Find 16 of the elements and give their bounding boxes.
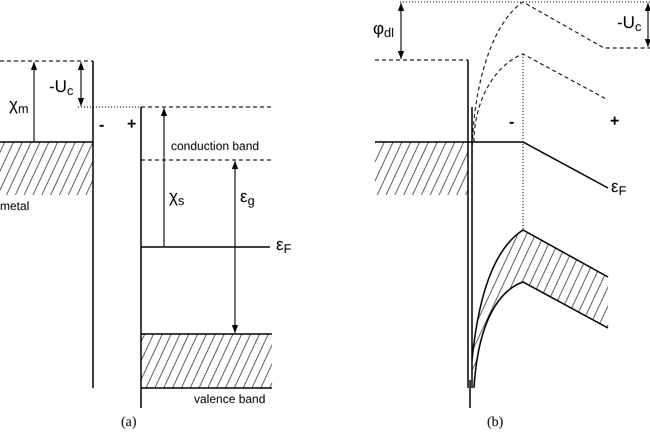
- band-label: metal: [0, 200, 30, 212]
- band-label: valence band: [194, 393, 266, 405]
- symbol-label: -U$_{c}$: [49, 78, 74, 95]
- polarity-sign: +: [610, 114, 620, 130]
- polarity-sign: +: [127, 117, 136, 133]
- symbol-label: φ$_{dl}$: [373, 20, 394, 37]
- panel-label: (b): [487, 416, 504, 430]
- polarity-sign: -: [509, 115, 514, 131]
- symbol-label: ε$_{F}$: [276, 236, 292, 253]
- symbol-label: ε$_{F}$: [611, 178, 626, 195]
- panel-label: (a): [121, 416, 137, 430]
- symbol-label: χ$_{m}$: [9, 96, 29, 113]
- symbol-label: χ$_{s}$: [169, 188, 184, 205]
- polarity-sign: -: [99, 118, 104, 134]
- band-label: conduction band: [171, 140, 260, 152]
- symbol-label: -U$_{c}$: [617, 14, 642, 31]
